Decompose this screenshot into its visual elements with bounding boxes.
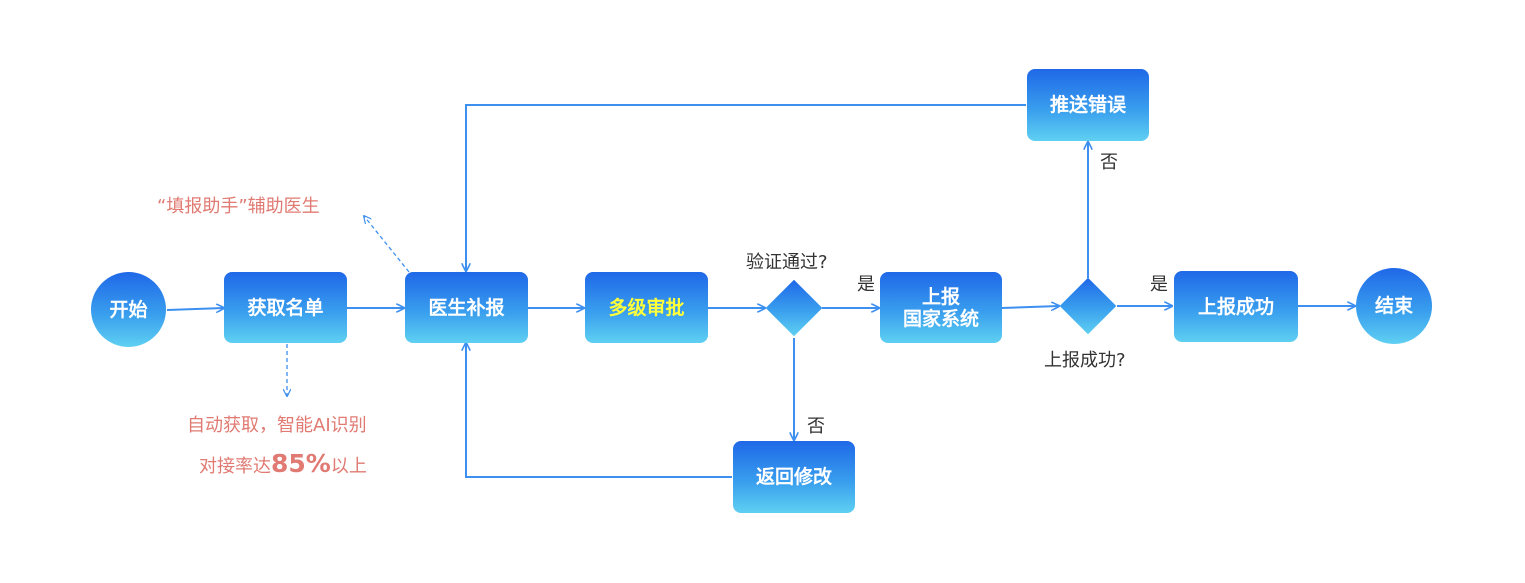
report-success-node: 上报成功 — [1174, 271, 1298, 342]
auto-note-line1: 自动获取，智能AI识别 — [187, 415, 367, 436]
auto-note-rate: 85% — [271, 449, 331, 478]
assistant-note: “填报助手”辅助医生 — [157, 196, 320, 217]
auto-note-line2: 对接率达85%以上 — [199, 449, 367, 478]
edge-pusherror-to-doctor — [466, 104, 1026, 271]
verify-no-label: 否 — [807, 416, 825, 437]
report-no-label: 否 — [1100, 152, 1118, 173]
return-edit-label: 返回修改 — [755, 466, 832, 488]
start-node: 开始 — [91, 272, 166, 347]
edge-system-to-decision — [1001, 306, 1059, 308]
report-system-node: 上报 国家系统 — [880, 272, 1002, 343]
doctor-report-node: 医生补报 — [405, 272, 528, 343]
get-list-node: 获取名单 — [224, 272, 347, 343]
get-list-label: 获取名单 — [247, 296, 324, 319]
auto-note-prefix: 对接率达 — [199, 456, 271, 477]
dashed-assistant-callout — [364, 216, 410, 273]
report-success-label: 上报成功 — [1197, 295, 1274, 318]
multi-approval-label: 多级审批 — [608, 296, 685, 319]
report-ok-question: 上报成功? — [1044, 350, 1126, 371]
report-system-line2: 国家系统 — [902, 307, 979, 330]
doctor-report-label: 医生补报 — [428, 296, 505, 319]
push-error-label: 推送错误 — [1049, 94, 1126, 116]
return-edit-node: 返回修改 — [733, 441, 855, 513]
auto-note-suffix: 以上 — [330, 456, 367, 477]
multi-approval-node: 多级审批 — [585, 272, 708, 343]
edge-start-to-getlist — [166, 308, 224, 310]
report-system-line1: 上报 — [921, 285, 960, 308]
end-node: 结束 — [1356, 268, 1432, 344]
verify-question: 验证通过? — [746, 252, 828, 273]
end-label: 结束 — [1374, 295, 1413, 317]
push-error-node: 推送错误 — [1027, 69, 1149, 141]
report-yes-label: 是 — [1150, 274, 1168, 295]
start-label: 开始 — [109, 298, 148, 321]
verify-yes-label: 是 — [857, 274, 875, 295]
edge-returnedit-to-doctor — [466, 343, 732, 478]
